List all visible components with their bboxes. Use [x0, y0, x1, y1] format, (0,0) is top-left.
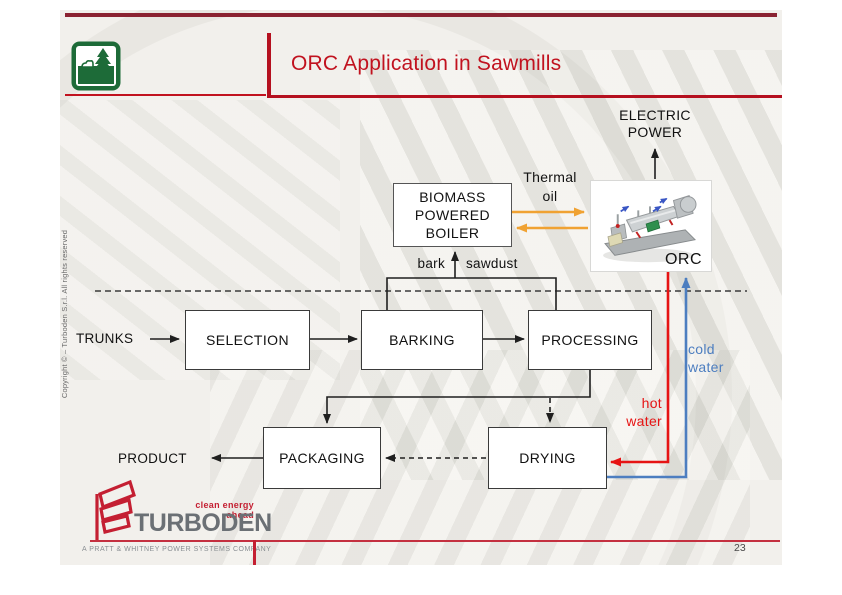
orc-unit-box: ORC: [590, 180, 712, 272]
title-underline-rule: [267, 95, 782, 98]
bark-label: bark: [417, 256, 445, 271]
arrow-processing-to-packaging: [323, 370, 591, 424]
title-accent-bar: [267, 33, 271, 95]
cold-water-label: cold water: [688, 341, 724, 375]
footer-red-rule-drop: [253, 540, 256, 565]
turboden-wordmark: TURBODEN: [134, 509, 272, 537]
turboden-tagline: clean energy ahead: [195, 500, 254, 520]
box-biomass-powered-boiler: BIOMASS POWERED BOILER: [393, 183, 512, 247]
thermal-oil-label: Thermal oil: [523, 169, 577, 204]
logo-underline-rule: [65, 94, 266, 96]
hot-water-label: hot water: [626, 395, 662, 429]
turboden-logo-mark: [95, 479, 136, 542]
product-label: PRODUCT: [118, 451, 187, 466]
electric-power-label: ELECTRIC POWER: [619, 107, 691, 140]
page-number: 23: [734, 542, 746, 554]
box-selection: SELECTION: [185, 310, 310, 370]
forest-logo-icon: [71, 41, 121, 91]
box-packaging: PACKAGING: [263, 427, 381, 489]
residues-collector-line: [386, 277, 557, 310]
arrow-cold-water-to-orc: [607, 277, 691, 479]
boiler-label: BIOMASS POWERED BOILER: [414, 189, 491, 241]
top-maroon-bar: [65, 13, 777, 17]
bush-glyph: [81, 59, 94, 68]
pine-tree-glyph: [93, 48, 113, 71]
parent-company-label: A PRATT & WHITNEY POWER SYSTEMS COMPANY: [82, 546, 272, 553]
orc-unit-label: ORC: [664, 251, 702, 268]
page-title: ORC Application in Sawmills: [291, 52, 562, 75]
flow-connectors: [95, 148, 747, 479]
box-barking: BARKING: [361, 310, 483, 370]
arrow-hot-water-to-drying: [610, 272, 670, 467]
orc-machine-illustration: [603, 195, 697, 263]
footer-red-rule: [90, 540, 780, 542]
box-processing: PROCESSING: [528, 310, 652, 370]
sawdust-label: sawdust: [466, 256, 518, 271]
trunks-label: TRUNKS: [76, 331, 134, 346]
slide: ORC Application in Sawmills Copyright © …: [60, 10, 782, 565]
box-drying: DRYING: [488, 427, 607, 489]
